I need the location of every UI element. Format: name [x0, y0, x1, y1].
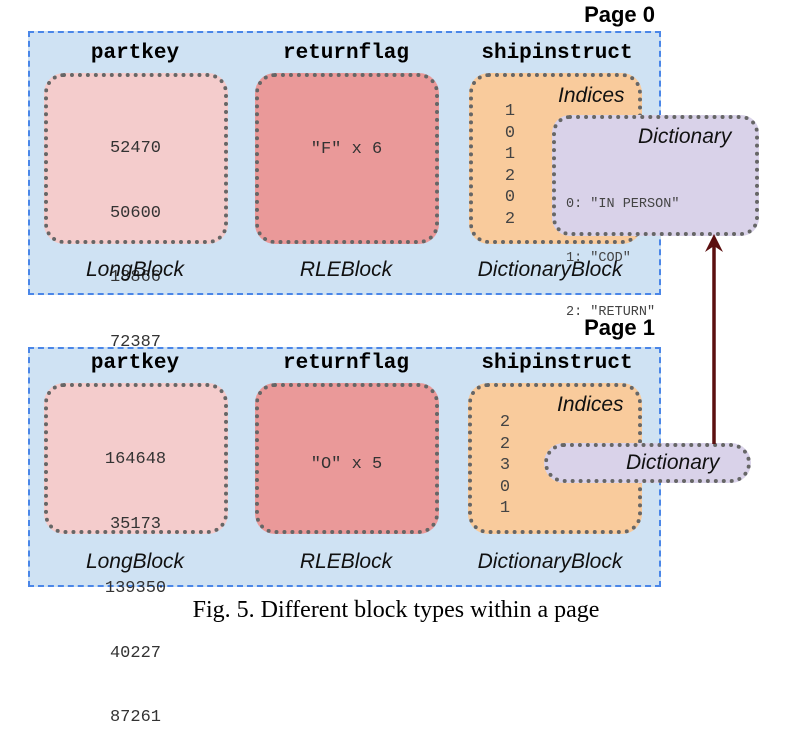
figure-caption: Fig. 5. Different block types within a p…: [192, 597, 600, 623]
index: 3: [499, 456, 511, 475]
page-0-dictionary-label: Dictionary: [638, 125, 732, 148]
page-1-type-dictionary: DictionaryBlock: [477, 550, 623, 573]
page-1-long-values: 164648 35173 139350 40227 87261: [44, 406, 227, 750]
page-1-long-block: [44, 383, 228, 534]
page-1-type-rle: RLEBlock: [299, 550, 393, 573]
index: 1: [504, 102, 516, 121]
value: 50600: [109, 203, 161, 223]
page-1-type-long: LongBlock: [85, 550, 185, 573]
index: 2: [504, 166, 516, 186]
page-0-indices-label: Indices: [558, 84, 625, 107]
index: 2: [504, 209, 516, 229]
value: 164648: [104, 450, 167, 469]
page-1-dictionary-label: Dictionary: [626, 451, 720, 474]
page-1-header-returnflag: returnflag: [282, 352, 410, 375]
value: 40227: [109, 643, 161, 663]
arrow-head-icon: [705, 234, 723, 252]
index: 2: [499, 434, 511, 454]
index: 0: [499, 477, 511, 497]
value: 72387: [109, 332, 161, 352]
value: 52470: [109, 139, 161, 158]
page-1-rle-text: "O" x 5: [310, 455, 383, 474]
index: 1: [499, 499, 511, 518]
page-0-type-dictionary: DictionaryBlock: [477, 258, 623, 281]
dictionary-entry: 1: "COD": [566, 251, 631, 266]
value: 35173: [109, 514, 161, 534]
page-0-rle-text: "F" x 6: [310, 140, 383, 159]
index: 1: [504, 145, 516, 164]
page-0-type-rle: RLEBlock: [299, 258, 393, 281]
page-1-indices-values: 2 2 3 0 1: [495, 412, 515, 520]
page-0-header-returnflag: returnflag: [282, 42, 410, 65]
page-0-indices-values: 1 0 1 2 0 2: [500, 101, 520, 230]
index: 2: [499, 413, 511, 432]
page-1-label: Page 1: [584, 315, 655, 340]
page-1-indices-label: Indices: [557, 393, 624, 416]
page-0-header-shipinstruct: shipinstruct: [481, 42, 633, 65]
value: 87261: [109, 708, 161, 727]
index: 0: [504, 188, 516, 207]
page-0-long-block: [44, 73, 228, 244]
page-0-rle-block: [255, 73, 439, 244]
dictionary-entry: 0: "IN PERSON": [566, 197, 680, 212]
reference-arrow: [705, 234, 723, 444]
value: 18866: [109, 268, 161, 287]
page-0-dictionary-block: [552, 115, 759, 236]
page-1-header-shipinstruct: shipinstruct: [481, 352, 633, 375]
page-0-label: Page 0: [584, 2, 655, 27]
page-0-header-partkey: partkey: [90, 42, 180, 65]
page-0-type-long: LongBlock: [85, 258, 185, 281]
value: 139350: [104, 579, 167, 598]
page-1-header-partkey: partkey: [90, 352, 180, 375]
page-1-dictionary-block: [544, 443, 751, 483]
page-1-rle-block: [255, 383, 439, 534]
index: 0: [504, 123, 516, 143]
dictionary-entry: 2: "RETURN": [566, 305, 656, 320]
